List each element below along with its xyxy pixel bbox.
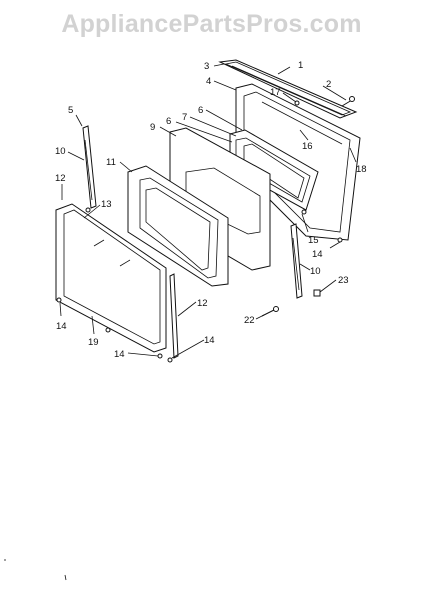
door-frame [127,165,229,287]
screw-22 [261,306,279,317]
part-labels: 1 2 3 4 17 5 6 7 6 9 16 18 10 11 12 13 1… [55,60,367,360]
part-label: 2 [326,79,331,90]
leader-lines [59,63,357,359]
top-vent-trim [218,59,358,119]
part-label: 5 [68,105,73,116]
part-label: 7 [182,112,187,123]
part-label: 12 [197,298,208,309]
part-label: 17 [270,87,281,98]
part-label: 22 [244,315,255,326]
outer-door-glass [55,203,167,353]
hinge-5-left [82,125,97,209]
part-label: 14 [114,349,125,360]
part-label: 18 [356,164,367,175]
screws-14 [56,207,343,363]
part-label: 13 [101,199,112,210]
side-trim-12 [169,273,179,359]
part-label: 14 [204,335,215,346]
part-label: 14 [56,321,67,332]
part-label: 23 [338,275,349,286]
watermark-text: AppliancePartsPros.com [61,10,362,38]
hinge-10-right [290,223,303,299]
part-label: 10 [310,266,321,277]
part-label: 14 [312,249,323,260]
part-label: 1 [298,60,303,71]
part-label: 16 [302,141,313,152]
part-label: 19 [88,337,99,348]
part-label: 6 [166,116,171,127]
part-label: 6 [198,105,203,116]
part-label: 10 [55,146,66,157]
bracket-23 [313,289,321,297]
part-label: 3 [204,61,209,72]
part-label: 15 [308,235,319,246]
screw-2 [341,96,355,107]
part-label: 12 [55,173,66,184]
part-label: 11 [106,157,116,168]
part-label: 4 [206,76,211,87]
part-label: 9 [150,122,155,133]
scan-marks [4,559,67,581]
